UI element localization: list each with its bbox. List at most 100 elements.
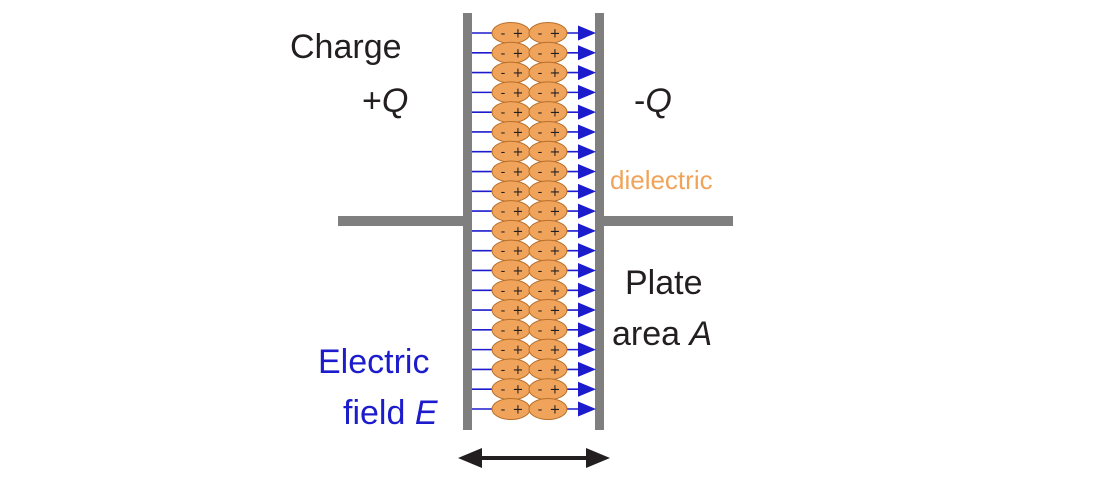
negative-sign: - <box>501 86 506 101</box>
positive-sign: + <box>550 363 561 378</box>
positive-sign: + <box>513 383 524 398</box>
negative-sign: - <box>538 343 543 358</box>
positive-sign: + <box>550 323 561 338</box>
negative-plate <box>595 13 604 430</box>
negative-sign: - <box>501 383 506 398</box>
positive-sign: + <box>513 145 524 160</box>
dielectric-molecule: -+ <box>491 358 531 381</box>
arrow-right-icon <box>578 203 596 219</box>
dielectric-molecule: -+ <box>528 358 568 381</box>
negative-sign: - <box>501 284 506 299</box>
plate-label: Plate <box>625 264 703 302</box>
field-arrowheads <box>578 25 596 417</box>
positive-sign: + <box>513 304 524 319</box>
positive-sign: + <box>550 86 561 101</box>
charge-variable-negative: Q <box>645 82 672 120</box>
negative-sign: - <box>501 46 506 61</box>
negative-charge-label: -Q <box>634 84 672 118</box>
positive-sign: + <box>513 125 524 140</box>
arrow-right-icon <box>578 282 596 298</box>
negative-sign: - <box>501 363 506 378</box>
positive-sign: + <box>513 403 524 418</box>
positive-sign: + <box>513 106 524 121</box>
negative-sign: - <box>538 165 543 180</box>
positive-sign: + <box>550 46 561 61</box>
dielectric-molecule: -+ <box>528 41 568 64</box>
positive-sign: + <box>550 205 561 220</box>
right-lead-wire <box>600 216 733 226</box>
positive-charge-label: +Q <box>362 84 408 118</box>
negative-sign: - <box>501 27 506 42</box>
arrow-right-icon <box>578 361 596 377</box>
arrow-right-icon <box>578 183 596 199</box>
positive-sign: + <box>513 244 524 259</box>
arrow-right-icon <box>578 164 596 180</box>
negative-sign: - <box>538 403 543 418</box>
negative-sign: - <box>538 66 543 81</box>
negative-sign: - <box>501 165 506 180</box>
arrow-right-icon <box>578 381 596 397</box>
arrow-right-icon <box>578 223 596 239</box>
dielectric-molecule: -+ <box>491 338 531 361</box>
arrow-right-icon <box>578 302 596 318</box>
positive-sign: + <box>550 284 561 299</box>
dielectric-molecule: -+ <box>491 101 531 124</box>
positive-sign: + <box>550 244 561 259</box>
left-lead-wire <box>338 216 466 226</box>
area-variable: A <box>689 315 713 353</box>
double-headed-arrow-icon <box>458 448 610 468</box>
dielectric-molecule: -+ <box>491 160 531 183</box>
field-variable: E <box>414 394 438 432</box>
arrow-right-icon <box>578 45 596 61</box>
dielectric-molecule: -+ <box>491 398 531 420</box>
positive-sign: + <box>550 304 561 319</box>
dielectric-molecules: -+-+-+-+-+-+-+-+-+-+-+-+-+-+-+-+-+-+-+-+… <box>491 22 568 420</box>
dielectric-molecule: -+ <box>528 200 568 223</box>
negative-sign: - <box>538 205 543 220</box>
negative-sign: - <box>501 185 506 200</box>
negative-sign: - <box>501 343 506 358</box>
positive-sign: + <box>513 27 524 42</box>
negative-sign: - <box>538 304 543 319</box>
negative-sign: - <box>538 244 543 259</box>
negative-sign: - <box>501 106 506 121</box>
negative-sign: - <box>538 383 543 398</box>
positive-sign: + <box>550 66 561 81</box>
negative-sign: - <box>538 86 543 101</box>
minus-sign: - <box>634 82 646 120</box>
dielectric-molecule: -+ <box>491 378 531 401</box>
dielectric-molecule: -+ <box>528 318 568 341</box>
positive-sign: + <box>550 185 561 200</box>
negative-sign: - <box>538 46 543 61</box>
arrow-right-icon <box>578 401 596 417</box>
positive-sign: + <box>550 106 561 121</box>
negative-sign: - <box>501 125 506 140</box>
dielectric-molecule: -+ <box>528 378 568 401</box>
positive-sign: + <box>513 66 524 81</box>
dielectric-molecule: -+ <box>528 398 568 420</box>
dielectric-molecule: -+ <box>528 180 568 203</box>
dielectric-molecule: -+ <box>528 81 568 104</box>
negative-sign: - <box>538 145 543 160</box>
dielectric-molecule: -+ <box>528 140 568 163</box>
negative-sign: - <box>538 264 543 279</box>
arrow-right-icon <box>578 243 596 259</box>
positive-sign: + <box>513 185 524 200</box>
dielectric-molecule: -+ <box>528 120 568 143</box>
positive-sign: + <box>550 145 561 160</box>
dielectric-molecule: -+ <box>491 22 531 44</box>
dielectric-molecule: -+ <box>491 239 531 262</box>
negative-sign: - <box>538 363 543 378</box>
dielectric-molecule: -+ <box>491 120 531 143</box>
positive-sign: + <box>513 284 524 299</box>
dielectric-molecule: -+ <box>528 239 568 262</box>
negative-sign: - <box>501 244 506 259</box>
dielectric-molecule: -+ <box>528 160 568 183</box>
dielectric-molecule: -+ <box>491 279 531 302</box>
dielectric-molecule: -+ <box>528 22 568 44</box>
negative-sign: - <box>501 264 506 279</box>
negative-sign: - <box>538 185 543 200</box>
positive-sign: + <box>550 224 561 239</box>
dielectric-molecule: -+ <box>528 299 568 322</box>
